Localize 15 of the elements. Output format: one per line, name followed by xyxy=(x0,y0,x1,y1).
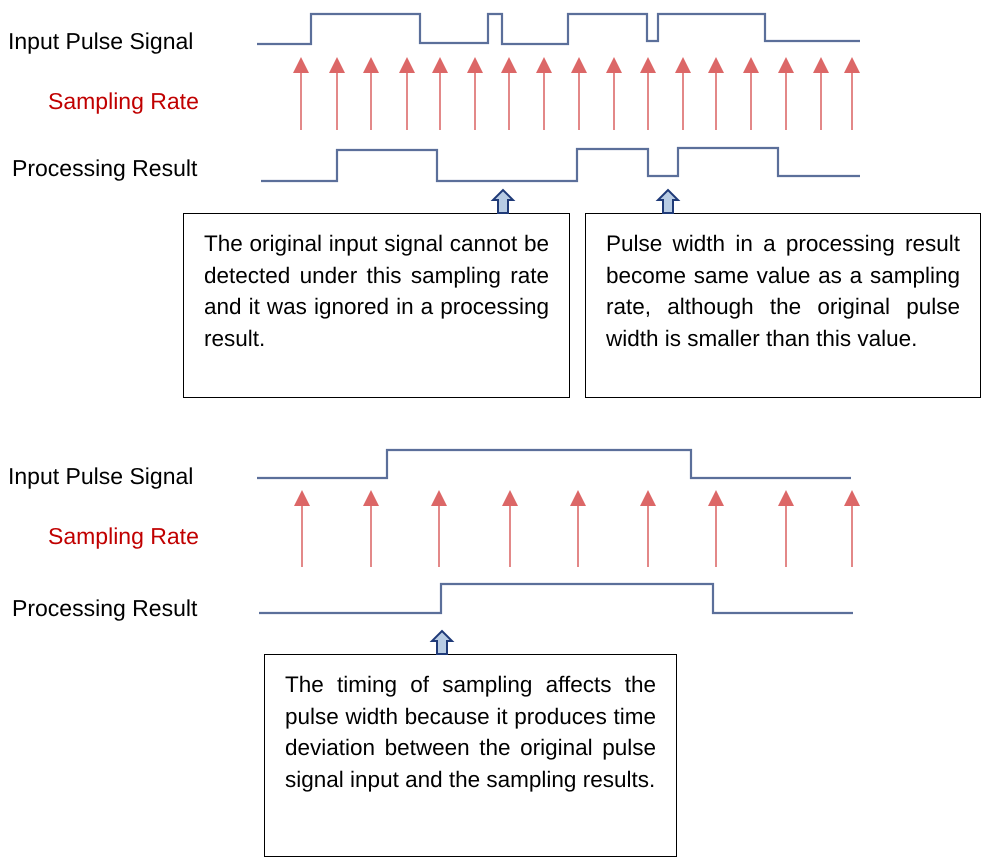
pointer-arrow xyxy=(656,188,680,214)
signal-label: Processing Result xyxy=(12,155,198,182)
pointer-arrow xyxy=(490,188,516,214)
row-label: Sampling Rate xyxy=(48,88,199,115)
pointer-arrow xyxy=(430,630,454,655)
row-label: Sampling Rate xyxy=(48,523,199,550)
callout-text: The timing of sampling affects the pulse width because it produces time deviation between the original pulse signal input and the sampling results. xyxy=(285,671,656,794)
signal-label: Input Pulse Signal xyxy=(8,28,194,55)
callout-box xyxy=(183,213,570,398)
callout-text: The original input signal cannot be detected under this sampling rate and it was ignored in a processing result. xyxy=(204,230,549,352)
signal-label: Processing Result xyxy=(12,595,198,622)
callout-text: Pulse width in a processing result become same value as a sampling rate, although the original pulse width is smaller than this value. xyxy=(606,230,960,352)
callout-box xyxy=(585,213,981,398)
signal-label: Input Pulse Signal xyxy=(8,463,194,490)
callout-box xyxy=(264,654,677,857)
